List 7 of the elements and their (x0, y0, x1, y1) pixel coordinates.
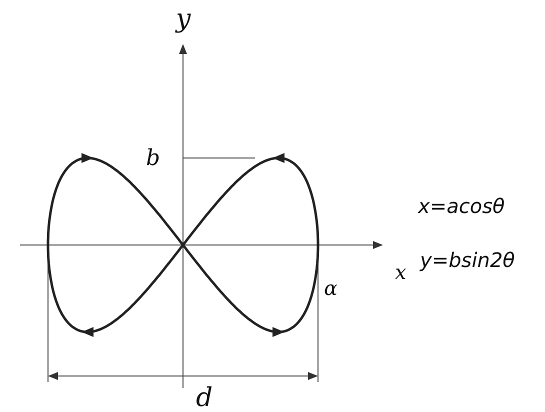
equation: x=acosθ (418, 196, 505, 216)
equation: y=bsin2θ (420, 250, 515, 270)
dimension-label: d (196, 385, 213, 411)
axis-label: y (176, 6, 191, 32)
angle-label: α (324, 278, 338, 298)
axis-label: b (146, 148, 160, 170)
axis-label: x (395, 262, 406, 282)
